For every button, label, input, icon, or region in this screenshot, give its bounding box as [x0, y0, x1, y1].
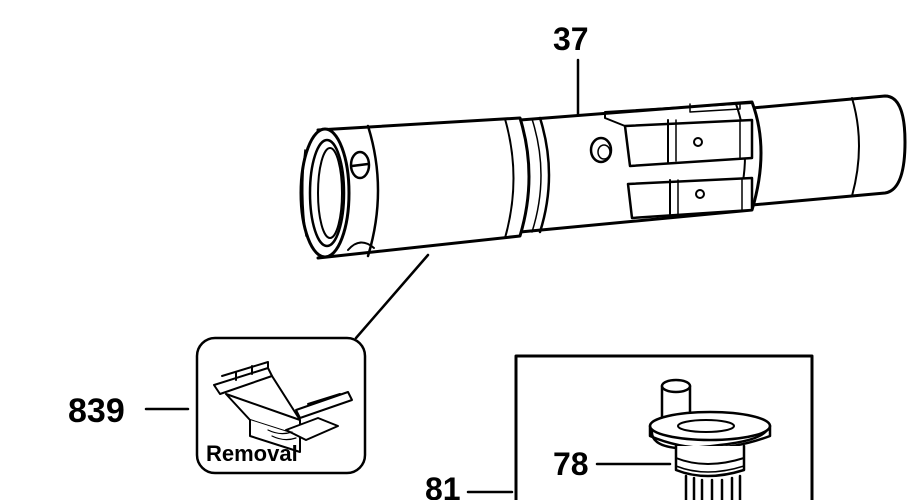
- removal-tool-box: Removal: [195, 336, 367, 475]
- inset-detail-box: [514, 354, 814, 500]
- part-78-shaft: [648, 378, 772, 500]
- callout-81: 81: [425, 471, 461, 500]
- callout-839: 839: [68, 392, 125, 430]
- callout-37: 37: [553, 21, 589, 57]
- callout-78: 78: [553, 446, 589, 482]
- leader-line-839-tube: [354, 253, 430, 340]
- removal-tool-icon: [213, 361, 353, 453]
- part-37-cylinder: [299, 94, 907, 260]
- removal-label: Removal: [206, 441, 298, 466]
